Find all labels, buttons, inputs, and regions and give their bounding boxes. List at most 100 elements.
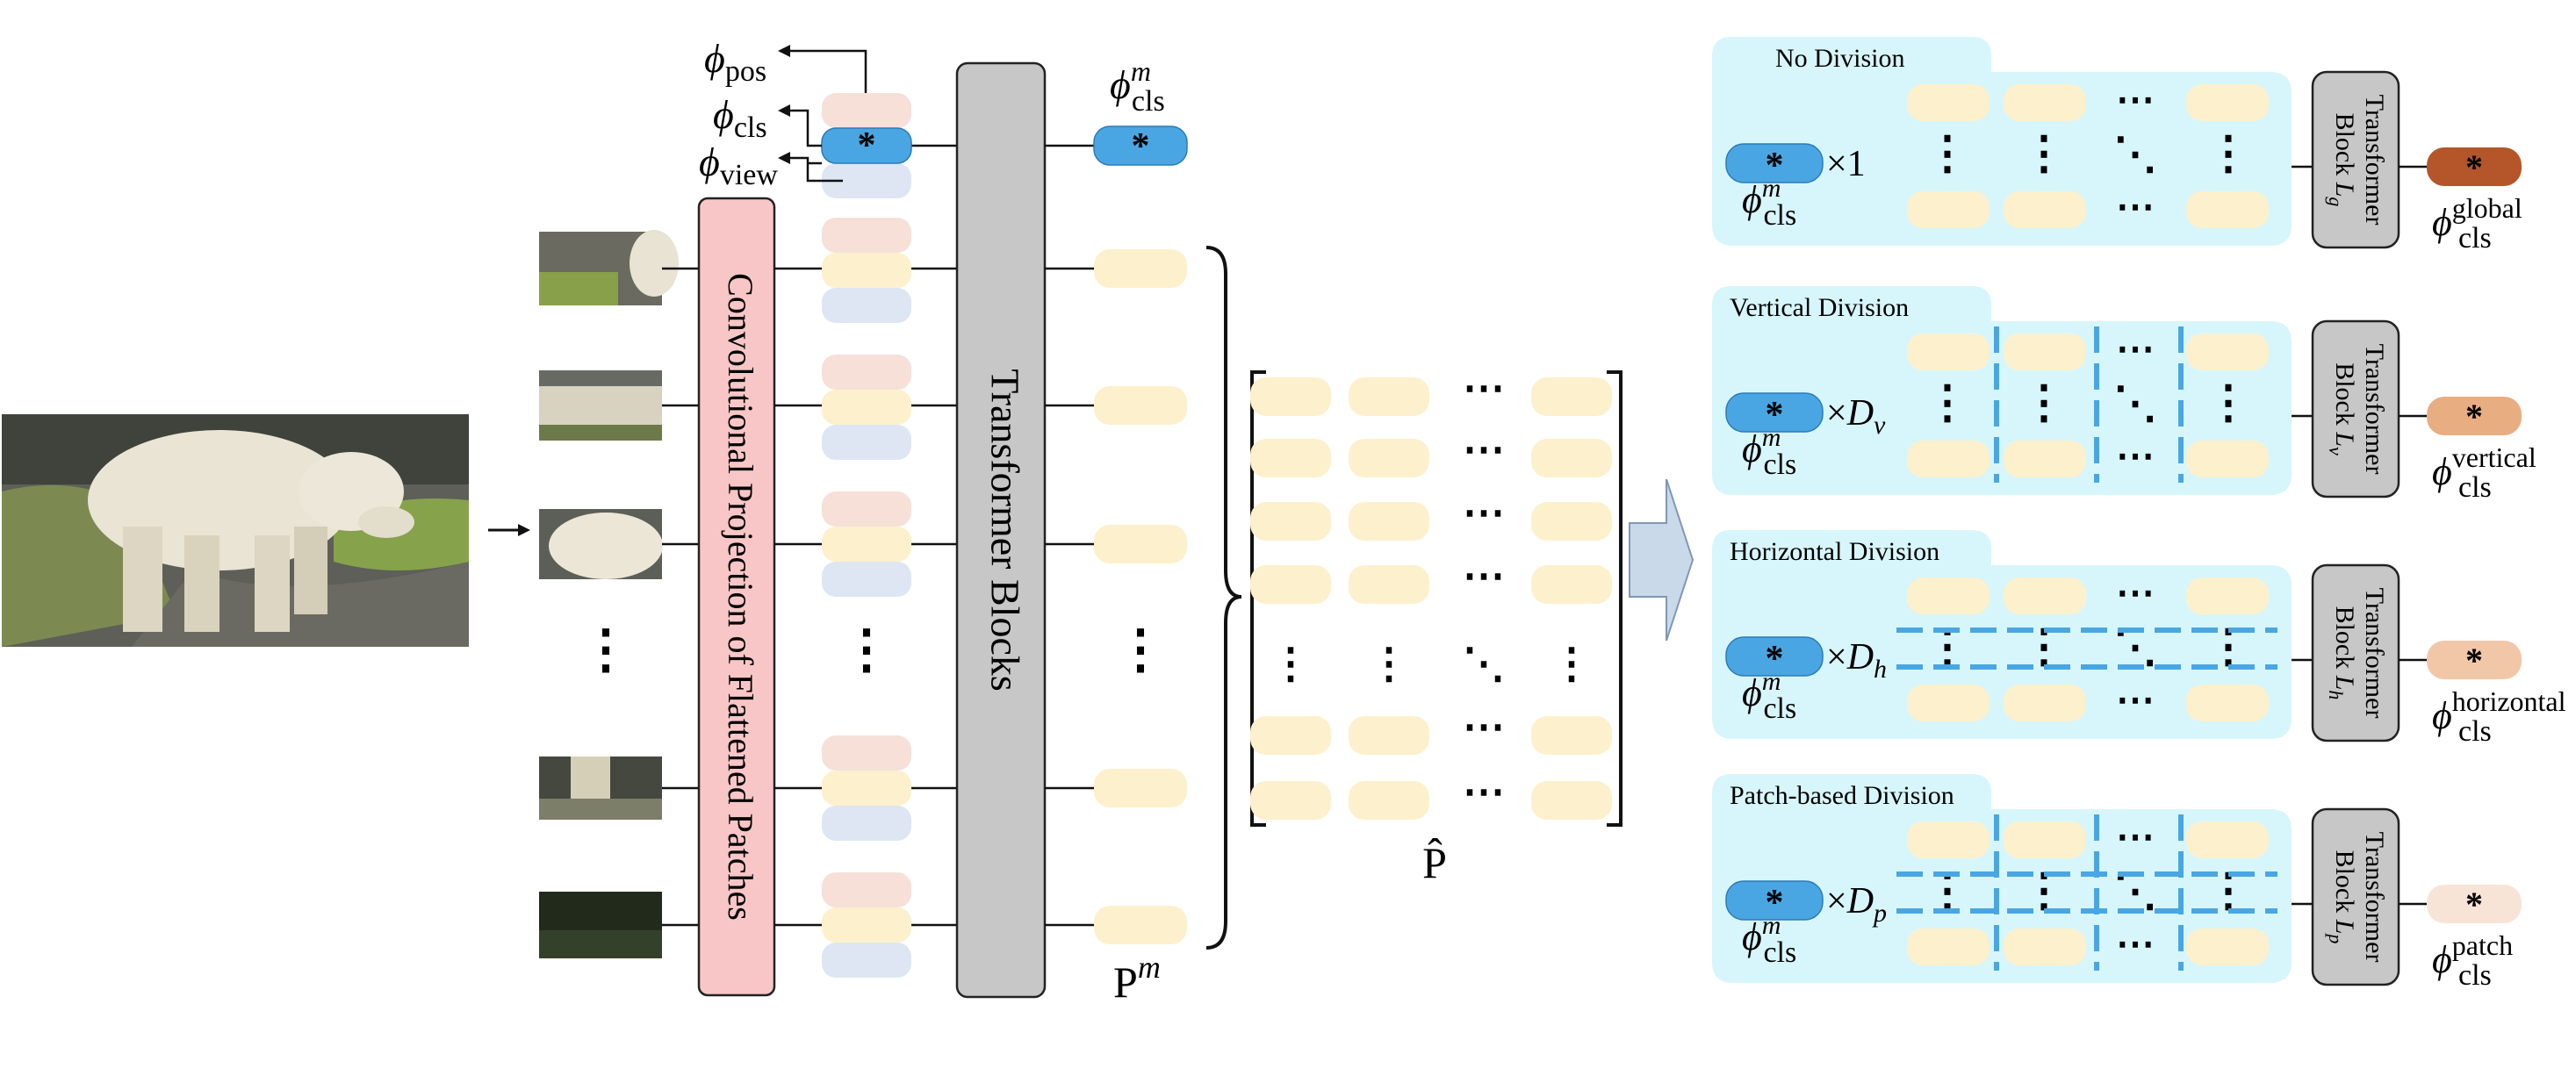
svg-text:cls: cls <box>2458 715 2492 748</box>
panel-cls-star: * <box>1766 639 1784 679</box>
panel-transformer-block <box>2311 70 2400 249</box>
phi-cls-label: ϕcls <box>713 92 767 144</box>
panel-title: Patch-based Division <box>1730 781 1954 810</box>
panel-transformer-label: TransformerBlock Lg <box>2325 95 2389 226</box>
patch-thumb-1 <box>539 230 679 305</box>
panel-output-token <box>2427 885 2522 923</box>
panel-token <box>2186 84 2269 121</box>
panel-token <box>2186 441 2269 477</box>
panel-token <box>2004 685 2086 721</box>
patch-embedding-stack-2 <box>822 355 911 460</box>
panel-token <box>2186 821 2269 858</box>
panel-token <box>1907 441 1990 477</box>
patch-embedding-stack-4 <box>822 735 911 841</box>
panel-token <box>1907 577 1990 614</box>
svg-text:⋮: ⋮ <box>1925 129 1970 179</box>
panel-token <box>2186 577 2269 614</box>
panel-transformer-block <box>2311 319 2400 498</box>
output-ellipsis: ⋮ <box>1114 620 1167 678</box>
panel-transformer-block <box>2311 563 2400 742</box>
patch-embedding-stack-1 <box>822 218 911 323</box>
panel-title: Horizontal Division <box>1730 537 1939 566</box>
p-m-label: Pm <box>1113 950 1161 1007</box>
patch-thumb-5 <box>539 892 662 958</box>
panel-token <box>2186 333 2269 370</box>
panel-output-token <box>2427 641 2522 679</box>
embedding-stacks: * ⋮ <box>821 93 912 978</box>
panel-cls-token <box>1725 143 1824 183</box>
svg-text:⋯: ⋯ <box>2116 922 2155 965</box>
svg-text:*: * <box>2465 885 2483 924</box>
svg-text:⋯: ⋯ <box>2116 185 2155 228</box>
embedding-ellipsis: ⋮ <box>840 620 893 678</box>
panel-token <box>2186 191 2269 228</box>
panel-multiplier: ×1 <box>1826 144 1866 184</box>
panel-token <box>2004 191 2086 228</box>
panel-title: No Division <box>1775 44 1905 73</box>
conv-projection-block: Convolutional Projection of Flattened Pa… <box>697 197 776 997</box>
patch-thumbnails: ⋮ <box>539 230 679 958</box>
svg-text:⋮: ⋮ <box>2205 129 2251 179</box>
panel-title: Vertical Division <box>1730 293 1909 322</box>
svg-text:⋮: ⋮ <box>2021 129 2067 179</box>
panel-token <box>2004 441 2086 477</box>
cls-embedding-stack: * <box>821 93 912 198</box>
svg-text:⋯: ⋯ <box>1463 427 1505 473</box>
panel-token <box>2186 929 2269 965</box>
patch-thumb-3 <box>539 509 663 579</box>
panel-token <box>2004 929 2086 965</box>
phi-pos-label: ϕpos <box>704 36 766 88</box>
transformer-connectors <box>1045 144 1094 927</box>
panel-background <box>1712 774 2292 983</box>
svg-text:⋯: ⋯ <box>1463 365 1505 412</box>
transformer-label: Transformer Blocks <box>982 369 1027 692</box>
panel-transformer-label: TransformerBlock Lv <box>2325 344 2389 475</box>
patch-thumb-2 <box>539 370 662 441</box>
svg-text:cls: cls <box>2458 959 2492 992</box>
svg-text:⋱: ⋱ <box>1463 641 1505 687</box>
svg-text:cls: cls <box>2458 222 2492 255</box>
panel-token <box>1907 333 1990 370</box>
panel-transformer-label: TransformerBlock Lp <box>2325 832 2389 963</box>
panel-output-label: ϕvertical <box>2432 441 2536 493</box>
input-image <box>2 414 469 647</box>
panel-token <box>2004 84 2086 121</box>
svg-text:⋮: ⋮ <box>2205 378 2251 428</box>
svg-text:*: * <box>2465 397 2483 436</box>
svg-text:cls: cls <box>2458 471 2492 504</box>
panel-token <box>2004 333 2086 370</box>
thumb-connectors <box>662 267 699 927</box>
output-cls-token <box>1093 125 1188 166</box>
svg-text:⋯: ⋯ <box>1463 490 1505 536</box>
svg-text:⋯: ⋯ <box>2116 327 2155 370</box>
panel-token <box>2004 577 2086 614</box>
svg-text:⋯: ⋯ <box>2116 815 2155 858</box>
svg-text:⋯: ⋯ <box>2116 678 2155 721</box>
panel-cls-star: * <box>1766 146 1784 186</box>
patch-thumb-4 <box>539 757 662 820</box>
flow-arrow <box>1629 478 1695 642</box>
cls-token-star: * <box>858 125 876 166</box>
svg-text:⋮: ⋮ <box>1551 641 1593 687</box>
panel-output-token <box>2427 397 2522 435</box>
patch-embedding-stack-3 <box>822 491 911 597</box>
phi-view-label: ϕview <box>699 140 778 191</box>
panel-multiplier: ×Dp <box>1826 881 1887 928</box>
output-cls-star: * <box>1132 126 1150 167</box>
transformer-blocks: Transformer Blocks <box>955 61 1047 999</box>
panel-output-label: ϕhorizontal <box>2432 685 2566 737</box>
svg-text:⋯: ⋯ <box>1463 769 1505 815</box>
panel-background <box>1712 530 2292 739</box>
